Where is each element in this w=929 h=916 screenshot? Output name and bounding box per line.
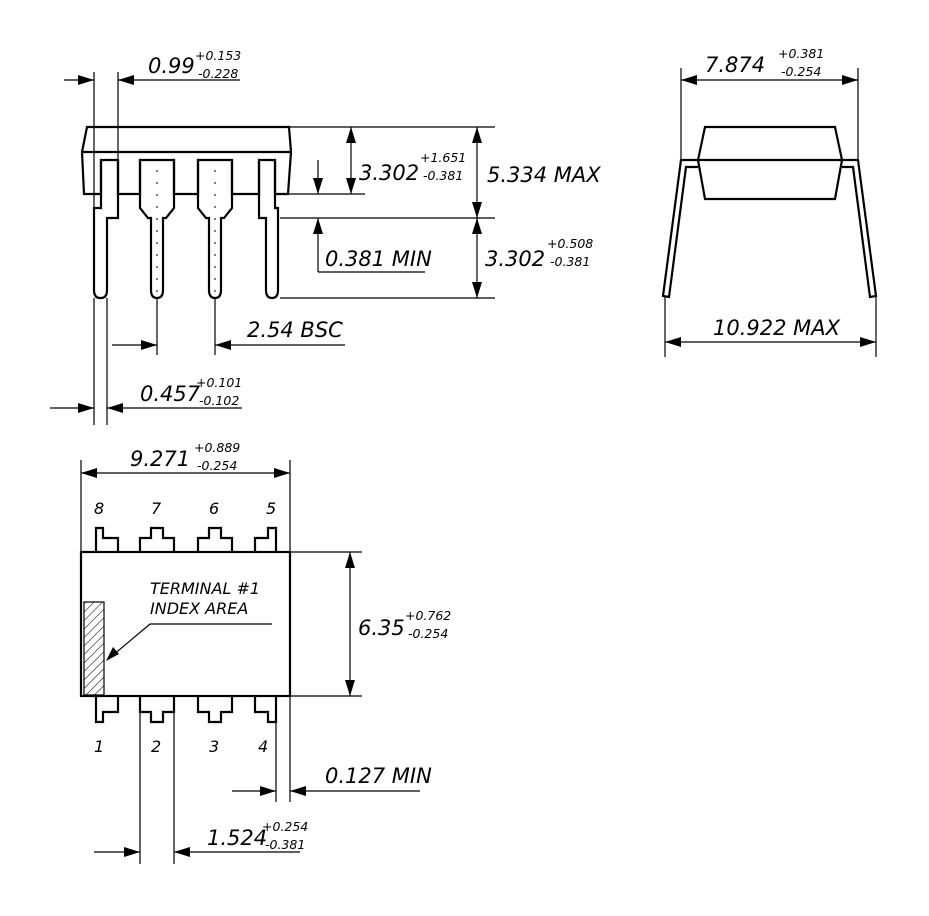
pin-label-6: 6 — [209, 499, 219, 518]
dim-shoulder-width-value: 1.524 — [207, 826, 267, 850]
index-label-line1: TERMINAL #1 — [150, 579, 260, 598]
side-lead-3 — [196, 160, 234, 300]
dim-shoulder-width-minus: -0.381 — [265, 837, 305, 852]
dim-body-length-plus: +0.889 — [194, 440, 240, 455]
dim-pitch: 2.54 BSC — [247, 318, 343, 342]
dim-overall-height: 5.334 MAX — [487, 163, 601, 187]
dim-lead-width-minus: -0.102 — [199, 393, 239, 408]
side-lead-2 — [138, 160, 176, 300]
dim-body-width-minus: -0.254 — [408, 626, 448, 641]
dim-overall-width: 10.922 MAX — [713, 316, 841, 340]
bottom-pin-3 — [196, 696, 234, 724]
dim-standoff: 0.381 MIN — [325, 247, 432, 271]
dim-lead-shoulder-value: 0.99 — [148, 54, 195, 78]
top-pin-7 — [138, 526, 176, 552]
dim-lead-length-plus: +0.508 — [547, 236, 593, 251]
end-view-left-lead — [661, 158, 698, 299]
dim-body-height-minus: -0.381 — [423, 168, 463, 183]
side-lead-4 — [257, 160, 280, 300]
dim-body-height-value: 3.302 — [359, 161, 419, 185]
dim-end-gap: 0.127 MIN — [325, 764, 432, 788]
side-view: 0.99 +0.153 -0.228 3.302 +1.651 -0.381 5… — [50, 48, 601, 425]
dim-lead-length-minus: -0.381 — [550, 254, 590, 269]
pin-label-2: 2 — [151, 737, 161, 756]
pin1-index-area — [83, 601, 105, 696]
dim-shoulder-width-plus: +0.254 — [262, 819, 308, 834]
side-lead-1 — [92, 160, 120, 300]
end-view-right-lead — [842, 158, 878, 299]
pin-label-7: 7 — [151, 499, 162, 518]
bottom-pin-1 — [94, 696, 120, 724]
pin-label-3: 3 — [209, 737, 219, 756]
dim-body-height-plus: +1.651 — [420, 150, 466, 165]
dim-lead-width-plus: +0.101 — [196, 375, 242, 390]
bottom-pin-2 — [138, 696, 176, 724]
top-view-body — [79, 550, 292, 698]
bottom-pin-4 — [253, 696, 278, 724]
dim-row-spacing-minus: -0.254 — [781, 64, 821, 79]
dim-body-width-plus: +0.762 — [405, 608, 451, 623]
end-view: 7.874 +0.381 -0.254 10.922 MAX — [661, 46, 878, 357]
dim-body-width-value: 6.35 — [358, 616, 405, 640]
pin-label-8: 8 — [94, 499, 104, 518]
dim-body-length-value: 9.271 — [130, 447, 190, 471]
dim-body-length-minus: -0.254 — [197, 458, 237, 473]
dim-lead-shoulder-minus: -0.228 — [198, 66, 238, 81]
index-label-line2: INDEX AREA — [150, 599, 248, 618]
dim-lead-length-value: 3.302 — [485, 247, 545, 271]
dim-lead-shoulder-plus: +0.153 — [195, 48, 241, 63]
pin-label-1: 1 — [94, 737, 104, 756]
pin-label-4: 4 — [258, 737, 268, 756]
dim-row-spacing-plus: +0.381 — [778, 46, 824, 61]
end-view-body — [696, 125, 844, 201]
top-pin-5 — [253, 526, 278, 552]
top-view: 8 7 6 5 1 2 3 4 TERMINAL #1 INDEX AREA 9… — [79, 440, 451, 864]
pin-label-5: 5 — [266, 499, 276, 518]
dim-row-spacing-value: 7.874 — [705, 53, 765, 77]
dim-lead-width-value: 0.457 — [140, 382, 201, 406]
top-pin-8 — [94, 526, 120, 552]
top-pin-6 — [196, 526, 234, 552]
